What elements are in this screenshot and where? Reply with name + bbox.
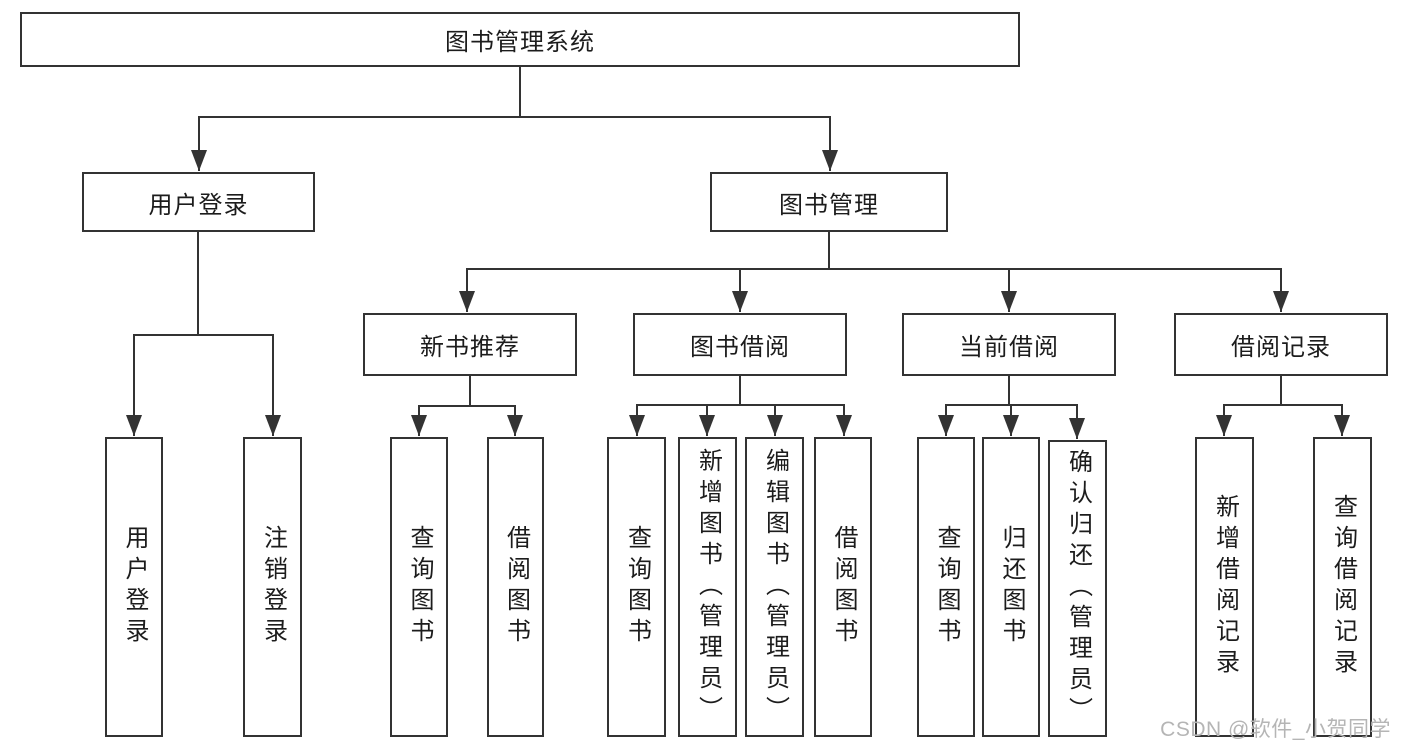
leaf-add-borrow-record: 新增借阅记录 bbox=[1195, 437, 1254, 737]
node-book-borrow: 图书借阅 bbox=[633, 313, 847, 376]
leaf-label: 归还图书 bbox=[998, 525, 1025, 649]
leaf-label: 查询图书 bbox=[406, 525, 433, 649]
leaf-confirm-return-admin: 确认归还（管理员） bbox=[1048, 440, 1107, 737]
node-user-login: 用户登录 bbox=[82, 172, 315, 232]
leaf-label: 确认归还（管理员） bbox=[1064, 449, 1092, 728]
node-label: 借阅记录 bbox=[1231, 334, 1331, 361]
node-label: 当前借阅 bbox=[959, 334, 1059, 361]
leaf-query-books-recommend: 查询图书 bbox=[390, 437, 448, 737]
node-label: 图书借阅 bbox=[690, 334, 790, 361]
leaf-label: 编辑图书（管理员） bbox=[761, 447, 789, 727]
leaf-query-books-current: 查询图书 bbox=[917, 437, 975, 737]
node-book-management: 图书管理 bbox=[710, 172, 948, 232]
node-label: 新书推荐 bbox=[420, 334, 520, 361]
node-label: 图书管理 bbox=[779, 191, 879, 219]
csdn-watermark: CSDN @软件_小贺同学 bbox=[1160, 718, 1391, 741]
leaf-borrow-books-recommend: 借阅图书 bbox=[487, 437, 544, 737]
leaf-query-books-borrow: 查询图书 bbox=[607, 437, 666, 737]
node-label: 用户登录 bbox=[148, 191, 249, 219]
node-new-book-recommend: 新书推荐 bbox=[363, 313, 577, 376]
leaf-user-login: 用户登录 bbox=[105, 437, 163, 737]
leaf-label: 查询图书 bbox=[623, 525, 651, 649]
leaf-logout: 注销登录 bbox=[243, 437, 302, 737]
leaf-return-books: 归还图书 bbox=[982, 437, 1040, 737]
leaf-label: 借阅图书 bbox=[830, 525, 857, 649]
leaf-label: 查询图书 bbox=[933, 525, 960, 649]
node-borrow-records: 借阅记录 bbox=[1174, 313, 1388, 376]
node-current-borrow: 当前借阅 bbox=[902, 313, 1116, 376]
leaf-label: 注销登录 bbox=[259, 525, 287, 649]
node-library-management-system: 图书管理系统 bbox=[20, 12, 1020, 67]
leaf-query-borrow-record: 查询借阅记录 bbox=[1313, 437, 1372, 737]
leaf-label: 用户登录 bbox=[121, 525, 148, 649]
node-label: 图书管理系统 bbox=[445, 29, 595, 56]
leaf-label: 查询借阅记录 bbox=[1329, 494, 1357, 680]
leaf-label: 新增借阅记录 bbox=[1211, 494, 1239, 680]
leaf-label: 借阅图书 bbox=[502, 525, 530, 649]
leaf-label: 新增图书（管理员） bbox=[694, 447, 722, 727]
leaf-edit-books-admin: 编辑图书（管理员） bbox=[745, 437, 804, 737]
leaf-add-books-admin: 新增图书（管理员） bbox=[678, 437, 737, 737]
leaf-borrow-books: 借阅图书 bbox=[814, 437, 872, 737]
